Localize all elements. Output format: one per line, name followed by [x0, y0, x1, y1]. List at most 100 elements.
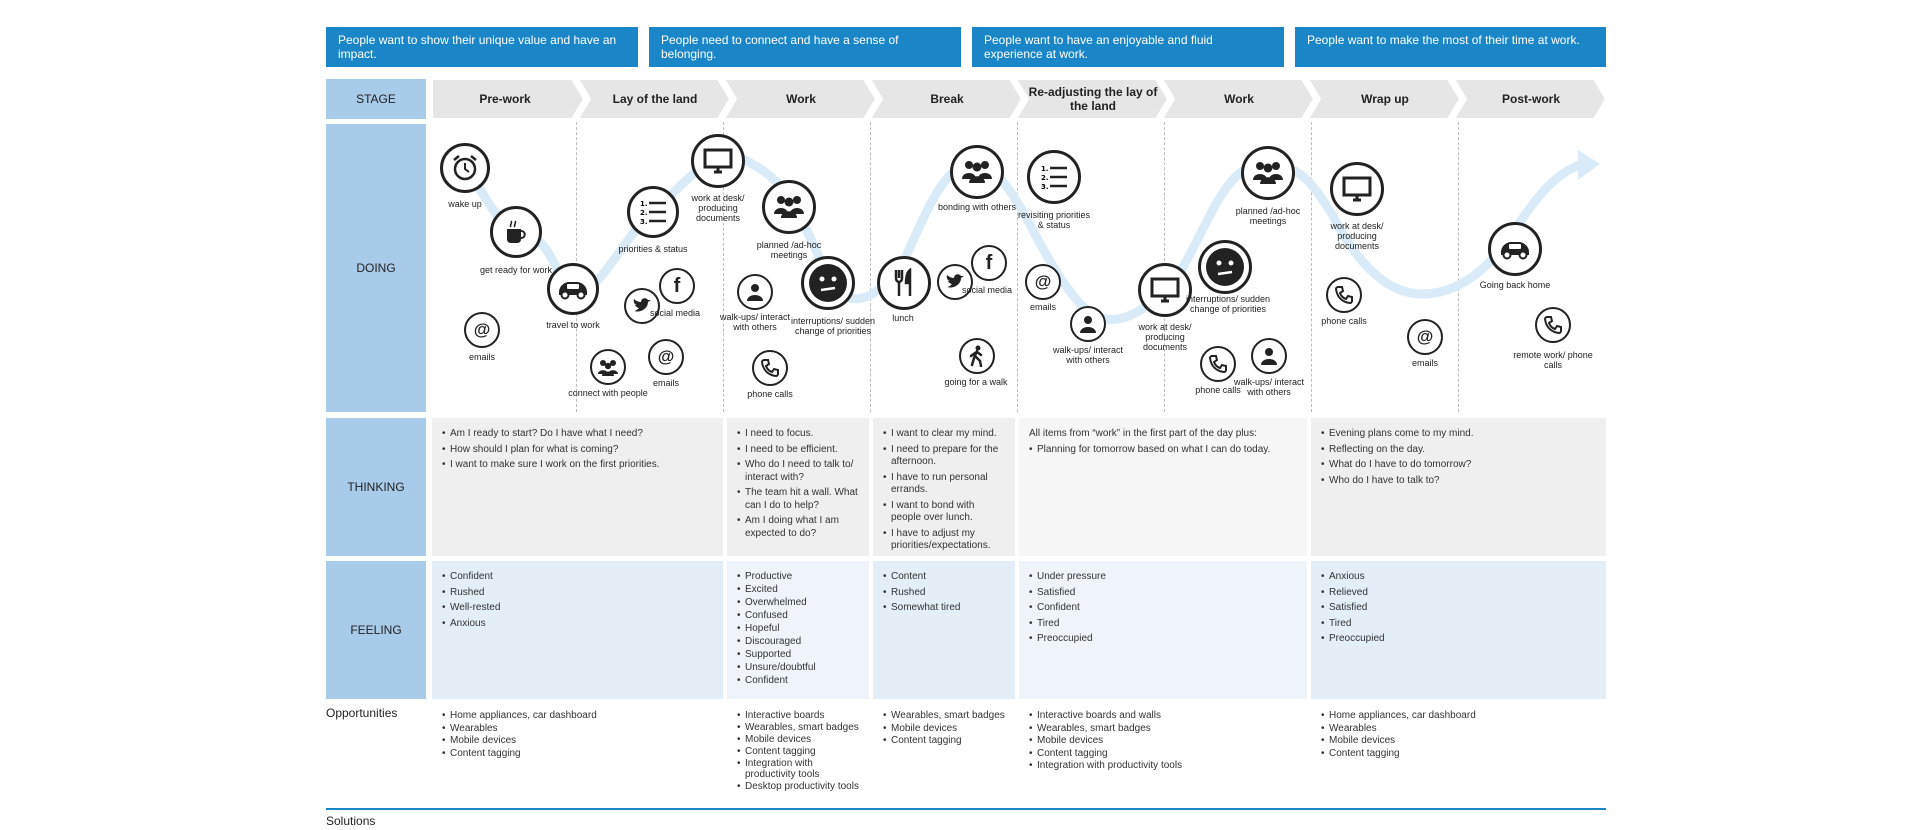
feeling-wrapup: Anxious Relieved Satisfied Tired Preoccu…	[1311, 561, 1606, 699]
list-item: Content tagging	[883, 735, 1009, 747]
label-emails-3: emails	[1029, 302, 1056, 312]
person-icon	[1251, 338, 1287, 374]
stage-divider	[723, 122, 724, 412]
label-interruptions-1: interruptions/ sudden change of prioriti…	[790, 316, 876, 336]
opportunities-wrapup: Home appliances, car dashboard Wearables…	[1311, 700, 1606, 800]
list-item: I need to focus.	[737, 428, 859, 441]
list-item: I have to adjust my priorities/expectati…	[883, 528, 1005, 553]
list-item: Under pressure	[1029, 571, 1297, 584]
opportunities-break: Wearables, smart badges Mobile devices C…	[873, 700, 1019, 800]
person-icon	[1070, 306, 1106, 342]
list-item: Somewhat tired	[883, 602, 1005, 615]
car-icon	[547, 263, 599, 315]
list-item: Overwhelmed	[737, 597, 859, 608]
list-item: Who do I need to talk to/ interact with?	[737, 459, 859, 484]
opportunities-row-label: Opportunities	[326, 706, 398, 720]
stage-work-1: Work	[786, 92, 816, 106]
list-item: Satisfied	[1321, 602, 1596, 615]
label-work-desk-2: work at desk/ producing documents	[1138, 322, 1192, 352]
phone-icon	[1535, 307, 1571, 343]
stage-divider	[1458, 122, 1459, 412]
list-item: Tired	[1321, 618, 1596, 631]
opportunities-prework: Home appliances, car dashboard Wearables…	[432, 700, 723, 800]
label-walk: going for a walk	[944, 377, 1008, 387]
svg-text:2.: 2.	[1041, 174, 1049, 182]
checklist-icon: 1.2.3.	[627, 186, 679, 238]
thinking-work: I need to focus. I need to be efficient.…	[727, 418, 869, 556]
label-planned-1: planned /ad-hoc meetings	[756, 240, 822, 260]
list-item: Mobile devices	[883, 723, 1009, 735]
list-item: What do I have to do tomorrow?	[1321, 459, 1596, 472]
list-item: Desktop productivity tools	[737, 781, 863, 792]
label-interruptions-2: interruptions/ sudden change of prioriti…	[1185, 294, 1271, 314]
list-item: Anxious	[1321, 571, 1596, 584]
stage-pre-work: Pre-work	[479, 92, 531, 106]
label-priorities: priorities & status	[618, 244, 688, 254]
label-wake-up: wake up	[448, 199, 482, 209]
doing-row-label: DOING	[326, 124, 426, 412]
solutions-divider	[326, 808, 1606, 810]
thinking-prework: Am I ready to start? Do I have what I ne…	[432, 418, 723, 556]
stage-row-label: STAGE	[326, 79, 426, 119]
feeling-prework: Confident Rushed Well-rested Anxious	[432, 561, 723, 699]
need-banner-1: People want to show their unique value a…	[326, 27, 638, 67]
phone-icon	[1200, 346, 1236, 382]
list-item: Home appliances, car dashboard	[442, 710, 713, 722]
car-icon	[1488, 222, 1542, 276]
label-phone-2: phone calls	[1195, 385, 1241, 395]
stage-divider	[1311, 122, 1312, 412]
list-item: Wearables, smart badges	[1029, 723, 1297, 735]
feeling-break: Content Rushed Somewhat tired	[873, 561, 1015, 699]
twitter-bird-icon	[937, 264, 973, 300]
list-item: Preoccupied	[1029, 633, 1297, 646]
at-sign-icon: @	[464, 312, 500, 348]
list-item: Hopeful	[737, 623, 859, 634]
thinking-readjust: All items from “work” in the first part …	[1019, 418, 1307, 556]
frustrated-face-icon	[801, 256, 855, 310]
list-item: Preoccupied	[1321, 633, 1596, 646]
stage-work-2: Work	[1224, 92, 1254, 106]
checklist-icon: 1.2.3.	[1027, 150, 1081, 204]
thinking-readjust-intro: All items from “work” in the first part …	[1029, 428, 1257, 439]
label-revisiting: revisiting priorities & status	[1017, 210, 1091, 230]
facebook-icon: f	[971, 245, 1007, 281]
list-item: Content	[883, 571, 1005, 584]
label-going-home: Going back home	[1479, 280, 1551, 290]
list-item: I need to be efficient.	[737, 444, 859, 457]
list-item: Tired	[1029, 618, 1297, 631]
label-emails-1: emails	[468, 352, 495, 362]
opportunities-readjust: Interactive boards and walls Wearables, …	[1019, 700, 1307, 800]
list-item: The team hit a wall. What can I do to he…	[737, 487, 859, 512]
list-item: I want to clear my mind.	[883, 428, 1005, 441]
list-item: Satisfied	[1029, 587, 1297, 600]
stage-lay-of-the-land: Lay of the land	[612, 92, 698, 106]
list-item: Supported	[737, 649, 859, 660]
stage-wrap-up: Wrap up	[1361, 92, 1409, 106]
list-item: I want to bond with people over lunch.	[883, 500, 1005, 525]
list-item: Confident	[1029, 602, 1297, 615]
list-item: Discouraged	[737, 636, 859, 647]
monitor-icon	[1330, 162, 1384, 216]
list-item: Rushed	[883, 587, 1005, 600]
stage-post-work: Post-work	[1501, 92, 1560, 106]
list-item: Confused	[737, 610, 859, 621]
list-item: Content tagging	[1321, 748, 1596, 760]
list-item: Content tagging	[737, 746, 863, 757]
label-work-desk-1: work at desk/ producing documents	[691, 193, 745, 223]
list-item: Integration with productivity tools	[737, 758, 863, 780]
list-item: Confident	[442, 571, 713, 584]
at-sign-icon: @	[1025, 264, 1061, 300]
label-phone-1: phone calls	[747, 389, 793, 399]
label-phone-3: phone calls	[1321, 316, 1367, 326]
meeting-group-icon	[762, 180, 816, 234]
feeling-row-label: FEELING	[326, 561, 426, 699]
thinking-row-label: THINKING	[326, 418, 426, 556]
solutions-row-label: Solutions	[326, 814, 376, 828]
label-social-1: social media	[649, 308, 701, 318]
list-item: Integration with productivity tools	[1029, 760, 1297, 772]
list-item: Relieved	[1321, 587, 1596, 600]
meeting-group-icon	[1241, 146, 1295, 200]
frustrated-face-icon	[1198, 240, 1252, 294]
list-item: Wearables, smart badges	[883, 710, 1009, 722]
list-item: Am I ready to start? Do I have what I ne…	[442, 428, 713, 441]
